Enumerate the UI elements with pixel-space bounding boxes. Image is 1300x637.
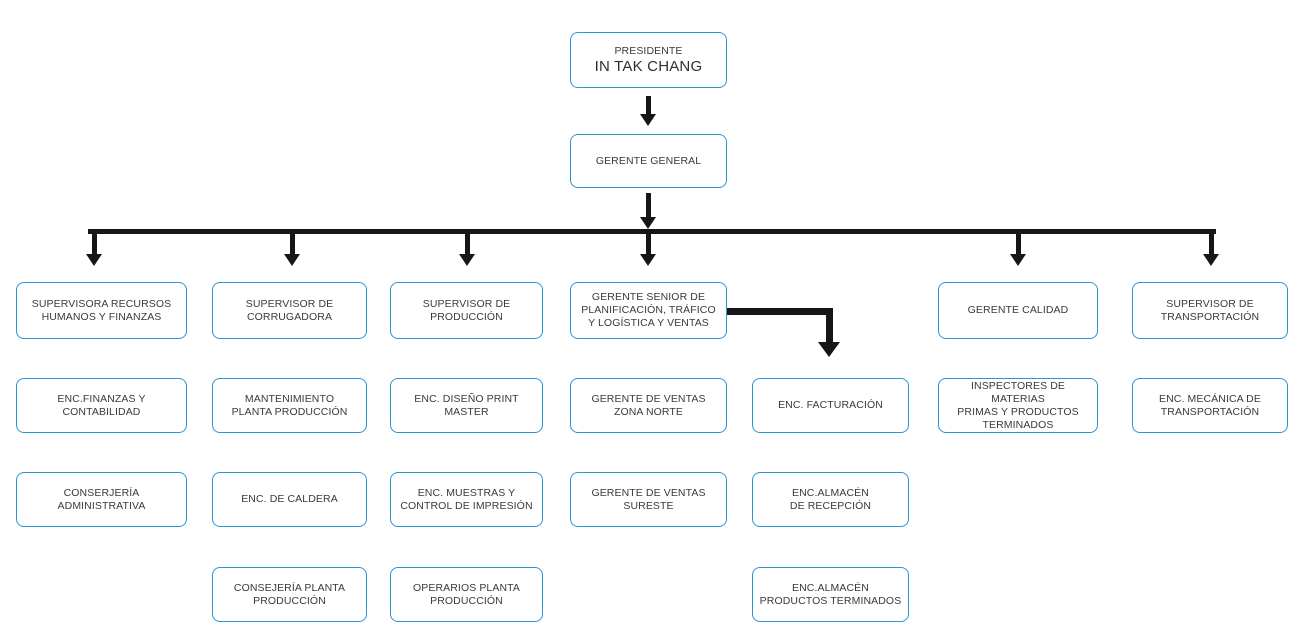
org-node-presidente: PRESIDENTE IN TAK CHANG	[564, 27, 729, 89]
node-label: GERENTE GENERAL	[595, 154, 702, 167]
org-node-ventas-sureste: GERENTE DE VENTAS SURESTE	[564, 467, 729, 528]
arrow-head-icon	[640, 217, 656, 229]
node-label: GERENTE CALIDAD	[967, 304, 1069, 316]
node-label: ENC.FINANZAS Y CONTABILIDAD	[57, 392, 146, 418]
connector-main-rail	[88, 229, 1216, 234]
arrow-head-icon	[284, 254, 300, 266]
node-label: MANTENIMIENTO PLANTA PRODUCCIÓN	[231, 392, 348, 418]
arrow-head-icon	[1203, 254, 1219, 266]
org-node-enc-diseno-print: ENC. DISEÑO PRINT MASTER	[384, 373, 545, 434]
connector-drop-rh	[92, 233, 97, 254]
connector-gerente-rail	[646, 193, 651, 217]
org-node-supervisor-transportacion: SUPERVISOR DE TRANSPORTACIÓN	[1126, 277, 1290, 340]
org-node-conserjeria-administrativa: CONSERJERÍA ADMINISTRATIVA	[10, 467, 189, 528]
connector-drop-calidad	[1016, 233, 1021, 254]
arrow-head-icon	[818, 342, 840, 357]
arrow-head-icon	[640, 114, 656, 126]
connector-presidente-gerente	[646, 96, 651, 114]
node-label: SUPERVISORA RECURSOS HUMANOS Y FINANZAS	[31, 297, 172, 323]
node-label: ENC.ALMACÉN PRODUCTOS TERMINADOS	[759, 581, 902, 607]
org-node-consejeria-planta: CONSEJERÍA PLANTA PRODUCCIÓN	[206, 562, 369, 623]
org-node-enc-facturacion: ENC. FACTURACIÓN	[746, 373, 911, 434]
org-node-ventas-zona-norte: GERENTE DE VENTAS ZONA NORTE	[564, 373, 729, 434]
connector-drop-senior	[646, 233, 651, 254]
node-label: ENC.ALMACÉN DE RECEPCIÓN	[789, 486, 872, 512]
node-label: SUPERVISOR DE PRODUCCIÓN	[422, 297, 511, 323]
node-person-name: IN TAK CHANG	[594, 57, 703, 75]
arrow-head-icon	[459, 254, 475, 266]
org-node-mantenimiento-planta: MANTENIMIENTO PLANTA PRODUCCIÓN	[206, 373, 369, 434]
org-node-almacen-recepcion: ENC.ALMACÉN DE RECEPCIÓN	[746, 467, 911, 528]
org-node-operarios-planta: OPERARIOS PLANTA PRODUCCIÓN	[384, 562, 545, 623]
org-node-enc-caldera: ENC. DE CALDERA	[206, 467, 369, 528]
connector-elbow-vertical	[826, 308, 833, 342]
org-node-gerente-general: GERENTE GENERAL	[564, 129, 729, 189]
node-label: GERENTE SENIOR DE PLANIFICACIÓN, TRÁFICO…	[581, 291, 716, 329]
node-label: GERENTE DE VENTAS ZONA NORTE	[591, 392, 706, 418]
arrow-head-icon	[86, 254, 102, 266]
org-node-supervisor-produccion: SUPERVISOR DE PRODUCCIÓN	[384, 277, 545, 340]
node-label: OPERARIOS PLANTA PRODUCCIÓN	[412, 581, 520, 607]
org-node-almacen-terminados: ENC.ALMACÉN PRODUCTOS TERMINADOS	[746, 562, 911, 623]
connector-drop-corrugadora	[290, 233, 295, 254]
org-node-supervisora-rh-finanzas: SUPERVISORA RECURSOS HUMANOS Y FINANZAS	[10, 277, 189, 340]
connector-elbow-horizontal	[727, 308, 833, 315]
node-label: ENC. DE CALDERA	[241, 493, 338, 505]
node-label: CONSEJERÍA PLANTA PRODUCCIÓN	[233, 581, 346, 607]
node-label: INSPECTORES DE MATERIAS PRIMAS Y PRODUCT…	[957, 379, 1079, 431]
arrow-head-icon	[640, 254, 656, 266]
org-node-supervisor-corrugadora: SUPERVISOR DE CORRUGADORA	[206, 277, 369, 340]
connector-drop-transportacion	[1209, 233, 1214, 254]
org-node-gerente-calidad: GERENTE CALIDAD	[932, 277, 1100, 340]
node-label: GERENTE DE VENTAS SURESTE	[591, 486, 706, 512]
org-node-inspectores: INSPECTORES DE MATERIAS PRIMAS Y PRODUCT…	[932, 373, 1100, 434]
node-label: ENC. MECÁNICA DE TRANSPORTACIÓN	[1159, 392, 1261, 418]
connector-drop-produccion	[465, 233, 470, 254]
node-label: ENC. DISEÑO PRINT MASTER	[414, 392, 519, 418]
node-label: ENC. MUESTRAS Y CONTROL DE IMPRESIÓN	[400, 486, 533, 512]
node-label: CONSERJERÍA ADMINISTRATIVA	[57, 486, 146, 512]
org-node-enc-muestras: ENC. MUESTRAS Y CONTROL DE IMPRESIÓN	[384, 467, 545, 528]
node-label: ENC. FACTURACIÓN	[778, 399, 883, 411]
arrow-head-icon	[1010, 254, 1026, 266]
node-label: SUPERVISOR DE TRANSPORTACIÓN	[1160, 297, 1260, 323]
org-node-gerente-senior: GERENTE SENIOR DE PLANIFICACIÓN, TRÁFICO…	[564, 277, 729, 340]
org-node-enc-mecanica: ENC. MECÁNICA DE TRANSPORTACIÓN	[1126, 373, 1290, 434]
node-title: PRESIDENTE	[614, 44, 683, 57]
org-node-enc-finanzas: ENC.FINANZAS Y CONTABILIDAD	[10, 373, 189, 434]
node-label: SUPERVISOR DE CORRUGADORA	[245, 297, 334, 323]
